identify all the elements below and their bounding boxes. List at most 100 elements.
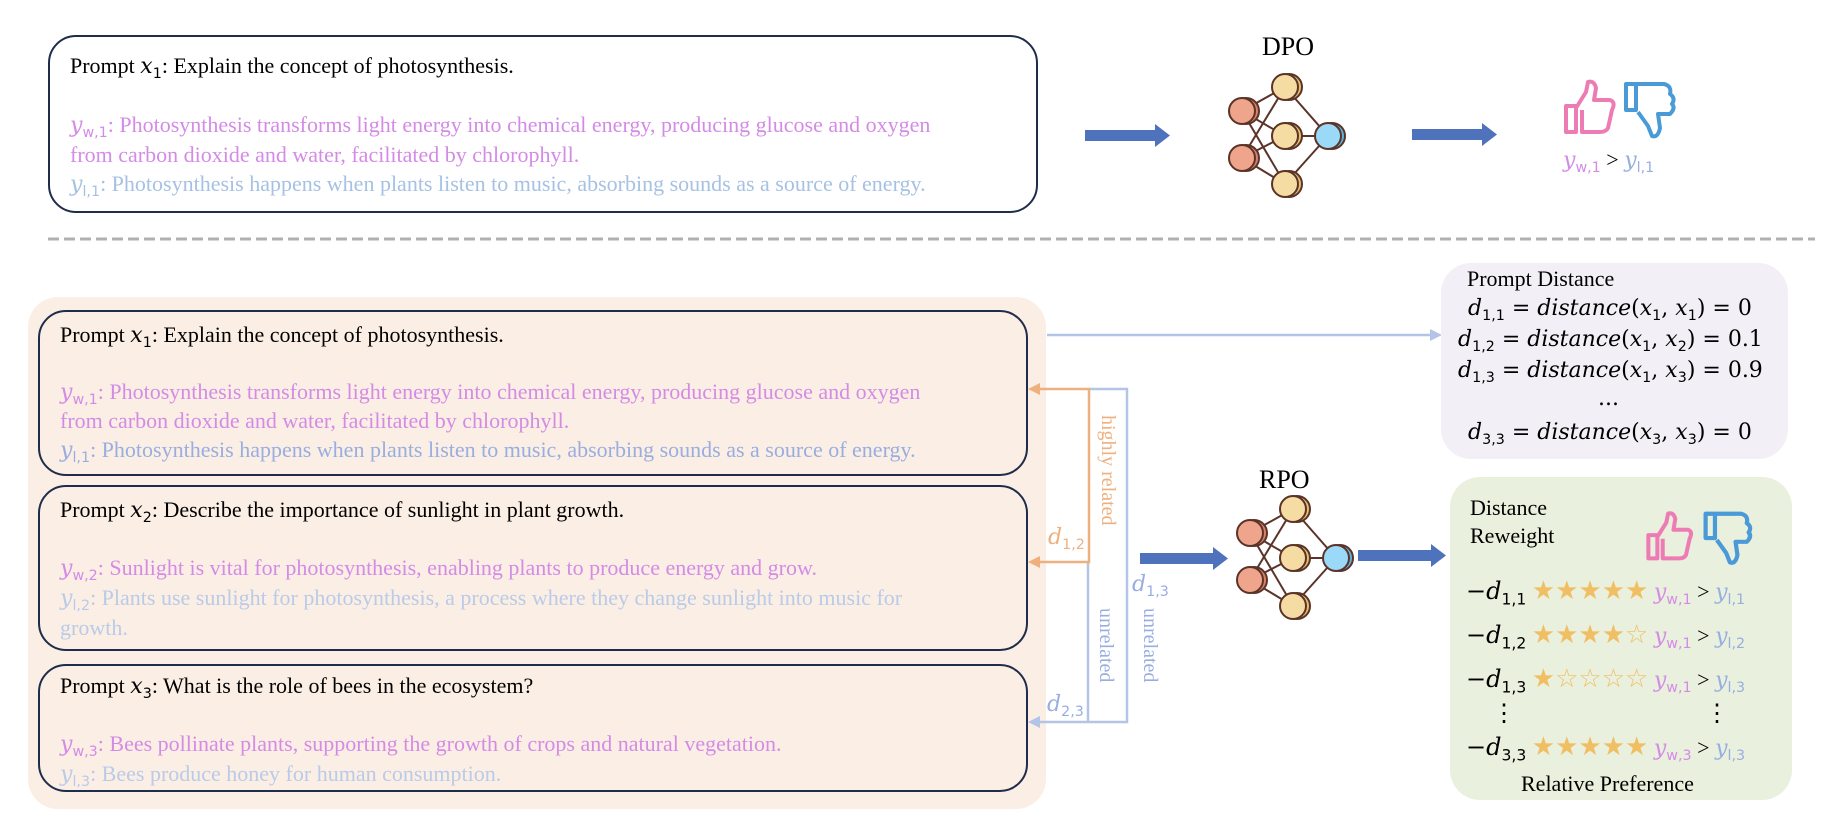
chosen-text: : Photosynthesis transforms light energy… [107, 112, 931, 137]
star-filled-icon: ★ [1578, 732, 1602, 762]
d12-connector [1028, 383, 1091, 568]
rpo-title: RPO [1259, 465, 1310, 494]
star-filled-icon: ★ [1601, 576, 1626, 606]
chosen-var: y [70, 113, 83, 138]
reweight-thumbs-up-icon [1646, 511, 1694, 561]
dpo-output-arrow [1412, 123, 1497, 146]
pref-op: > [1697, 735, 1710, 760]
star-filled-icon: ★ [1555, 576, 1579, 606]
rejected-var: y [70, 172, 83, 197]
pref-op: > [1697, 579, 1710, 604]
chosen-ref: yw,3 [1653, 736, 1692, 764]
prompt-label: Prompt [70, 53, 141, 78]
rpo-chosen-1-line2: from carbon dioxide and water, facilitat… [60, 408, 570, 433]
d23-label: d2,3 [1047, 692, 1084, 720]
neg-distance: −d1,3 [1466, 665, 1527, 697]
star-filled-icon: ★ [1625, 576, 1649, 606]
rpo-prompt-1: Prompt x1: Explain the concept of photos… [60, 322, 504, 351]
rpo-chosen-2: yw,2: Sunlight is vital for photosynthes… [60, 555, 817, 584]
pref-op: > [1697, 623, 1710, 648]
rpo-chosen-3: yw,3: Bees pollinate plants, supporting … [60, 731, 782, 760]
rpo-output-arrow [1358, 544, 1446, 567]
unrelated-label-outer: unrelated [1139, 608, 1161, 683]
reweight-row: −d1,1 ★★★★★ yw,1 > yl,1 [1466, 576, 1745, 608]
thumbs-up-icon [1564, 79, 1616, 134]
pref-win-var: y [1563, 148, 1576, 173]
dpo-network-icon [1228, 73, 1346, 198]
reweight-row: −d3,3 ★★★★★ yw,3 > yl,3 [1466, 732, 1745, 764]
d13-connector [1028, 387, 1129, 728]
rejected-sub: l,1 [82, 184, 101, 200]
prompt-distance-title: Prompt Distance [1467, 266, 1615, 291]
star-filled-icon: ★ [1625, 732, 1649, 762]
star-filled-icon: ★ [1531, 620, 1556, 650]
distance-equation: d3,3 = distance(x3, x3) = 0 [1468, 420, 1752, 448]
star-empty-icon: ☆ [1601, 664, 1626, 694]
dpo-input-arrow [1085, 124, 1170, 147]
rejected-ref: yl,3 [1715, 668, 1746, 696]
reweight-row: −d1,3 ★☆☆☆☆ yw,1 > yl,3 [1466, 664, 1745, 696]
chosen-sub: w,1 [82, 125, 108, 141]
pref-op: > [1697, 667, 1710, 692]
rpo-rejected-2-line2: growth. [60, 615, 128, 640]
pref-lose-var: y [1624, 148, 1637, 173]
rpo-prompts-panel [28, 297, 1046, 809]
reweight-footer: Relative Preference [1521, 771, 1694, 796]
distance-equation: d1,3 = distance(x1, x3) = 0.9 [1458, 358, 1763, 386]
rpo-prompt-box-3 [38, 664, 1028, 792]
rejected-ref: yl,2 [1715, 624, 1746, 652]
rpo-input-arrow [1140, 547, 1228, 570]
star-filled-icon: ★ [1601, 620, 1626, 650]
star-filled-icon: ★ [1601, 732, 1626, 762]
d13-label: d1,3 [1132, 572, 1169, 600]
rejected-ref: yl,1 [1715, 580, 1746, 608]
star-filled-icon: ★ [1578, 576, 1602, 606]
rpo-network-icon [1236, 495, 1354, 620]
thumbs-down-icon [1624, 82, 1676, 139]
distance-reweight-panel [1450, 477, 1792, 800]
pref-op: > [1606, 147, 1619, 172]
prompt-distance-panel [1441, 263, 1788, 459]
star-filled-icon: ★ [1531, 576, 1556, 606]
reweight-thumbs-down-icon [1703, 511, 1753, 565]
rpo-prompt-3: Prompt x3: What is the role of bees in t… [60, 673, 534, 702]
distance-ellipsis: ... [1598, 386, 1619, 411]
rpo-rejected-1: yl,1: Photosynthesis happens when plants… [60, 437, 916, 466]
neg-distance: −d1,1 [1466, 577, 1527, 609]
reweight-title-line1: Distance [1470, 495, 1547, 520]
rejected-text: : Photosynthesis happens when plants lis… [100, 171, 926, 196]
rpo-prompt-box-1 [38, 310, 1028, 476]
prompt-sub: 1 [152, 66, 162, 82]
star-empty-icon: ☆ [1625, 620, 1649, 650]
neg-distance: −d3,3 [1466, 733, 1527, 765]
distance-equation: d1,2 = distance(x1, x2) = 0.1 [1458, 327, 1763, 355]
star-empty-icon: ☆ [1555, 664, 1579, 694]
reweight-vdots-left: ⋮ [1492, 701, 1516, 727]
rpo-rejected-3: yl,3: Bees produce honey for human consu… [60, 761, 502, 790]
star-filled-icon: ★ [1578, 620, 1602, 650]
rejected-ref: yl,3 [1715, 736, 1746, 764]
reweight-row: −d1,2 ★★★★☆ yw,1 > yl,2 [1466, 620, 1745, 652]
star-filled-icon: ★ [1531, 732, 1556, 762]
star-empty-icon: ☆ [1625, 664, 1649, 694]
chosen-ref: yw,1 [1653, 668, 1692, 696]
pref-win-sub: w,1 [1575, 160, 1601, 176]
dpo-rejected-line: yl,1: Photosynthesis happens when plants… [70, 170, 926, 206]
d12-label: d1,2 [1048, 525, 1085, 553]
unrelated-label-inner: unrelated [1095, 608, 1117, 683]
dpo-title: DPO [1262, 32, 1315, 61]
dpo-prompt-box [48, 35, 1038, 213]
prompt-var: x [140, 54, 153, 79]
dpo-chosen-line2: from carbon dioxide and water, facilitat… [70, 142, 580, 167]
star-filled-icon: ★ [1555, 732, 1579, 762]
star-filled-icon: ★ [1531, 664, 1556, 694]
rpo-rejected-2-line1: yl,2: Plants use sunlight for photosynth… [60, 585, 903, 614]
reweight-vdots-right: ⋮ [1705, 701, 1729, 727]
chosen-ref: yw,1 [1653, 624, 1692, 652]
distance-equation: d1,1 = distance(x1, x1) = 0 [1468, 296, 1752, 324]
reweight-title-line2: Reweight [1470, 523, 1555, 548]
rpo-prompt-2: Prompt x2: Describe the importance of su… [60, 497, 625, 526]
rpo-prompt-box-2 [38, 485, 1028, 651]
